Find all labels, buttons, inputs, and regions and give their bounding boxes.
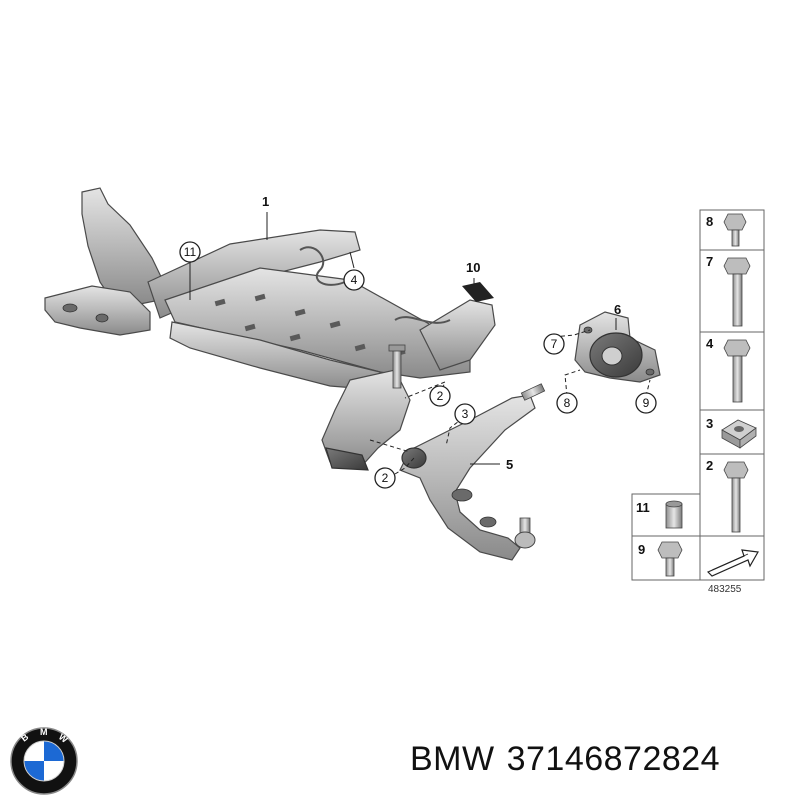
legend-label-11: 11 (636, 500, 650, 515)
callout-2-upper: 2 (429, 385, 451, 407)
legend-label-9: 9 (638, 542, 645, 557)
callout-1: 1 (262, 194, 269, 209)
svg-text:3: 3 (462, 407, 469, 421)
legend-label-4: 4 (706, 336, 714, 351)
callout-2-lower: 2 (374, 467, 396, 489)
callout-5: 5 (506, 457, 513, 472)
arrow-icon (706, 549, 759, 577)
diagram-id: 483255 (708, 584, 742, 595)
svg-text:6: 6 (614, 302, 621, 317)
legend-label-2: 2 (706, 458, 713, 473)
callout-3: 3 (454, 403, 476, 425)
svg-text:11: 11 (184, 245, 197, 259)
svg-text:7: 7 (551, 337, 558, 351)
part-caption: BMW 37146872824 (410, 740, 732, 779)
control-arm (399, 383, 546, 561)
bolt-8-icon (723, 213, 747, 247)
svg-text:B: B (19, 731, 31, 743)
callout-7: 7 (543, 333, 565, 355)
svg-text:2: 2 (437, 389, 444, 403)
callout-6: 6 (614, 302, 621, 317)
bolt-4-icon (723, 339, 751, 403)
bushing-mount (574, 311, 661, 383)
bmw-logo: B M W (10, 727, 78, 795)
svg-text:8: 8 (564, 396, 571, 410)
svg-text:2: 2 (382, 471, 389, 485)
svg-text:M: M (40, 727, 48, 737)
callout-8: 8 (556, 392, 578, 414)
callout-4: 4 (343, 269, 365, 291)
legend-label-8: 8 (706, 214, 713, 229)
bolt-2-icon (723, 461, 749, 533)
callout-11: 11 (179, 241, 201, 263)
subframe (44, 187, 496, 471)
part-number: 37146872824 (506, 740, 721, 778)
brand-name: BMW (410, 740, 495, 778)
legend-label-7: 7 (706, 254, 713, 269)
bolt-7-icon (723, 257, 751, 327)
svg-text:1: 1 (262, 194, 269, 209)
bracket-10 (462, 282, 494, 302)
bolt-9-icon (657, 541, 683, 577)
svg-text:9: 9 (643, 396, 650, 410)
sleeve-11-icon (665, 500, 683, 529)
callout-9: 9 (635, 392, 657, 414)
fastener-legend: 8 7 4 3 2 11 9 (631, 209, 765, 595)
leader-lines (189, 212, 651, 475)
legend-label-3: 3 (706, 416, 713, 431)
svg-text:4: 4 (351, 273, 358, 287)
svg-text:10: 10 (466, 260, 480, 275)
callout-10: 10 (466, 260, 480, 275)
svg-text:5: 5 (506, 457, 513, 472)
square-nut-3-icon (721, 419, 757, 449)
